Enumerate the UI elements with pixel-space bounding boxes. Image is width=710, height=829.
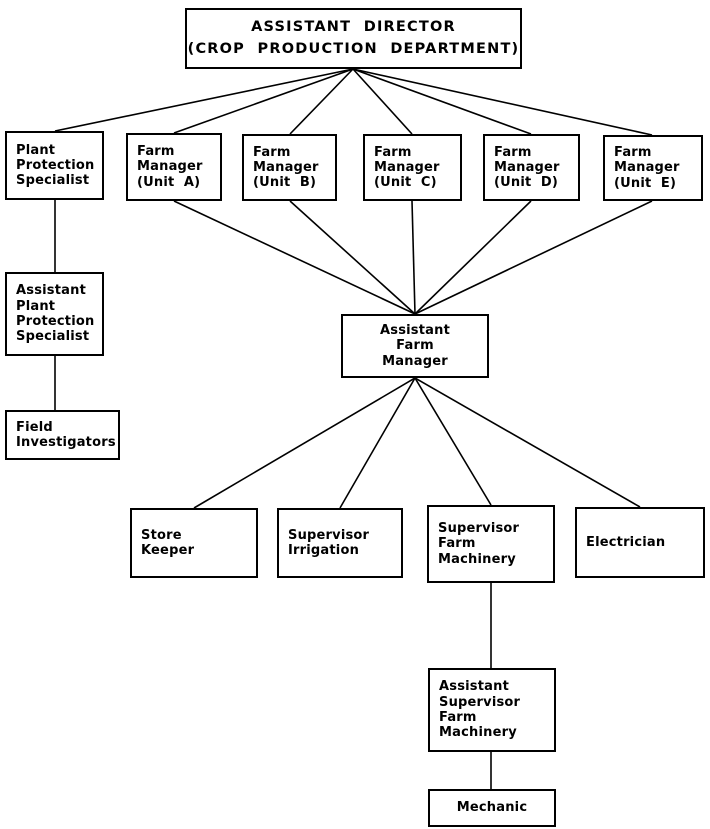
connector-director-to-farm-manager-e [352, 68, 653, 136]
connector-assistant-farm-manager-to-electrician [414, 377, 641, 508]
node-label-line: Protection [16, 314, 95, 329]
node-label-line: Farm [438, 536, 476, 552]
connector-farm-manager-e-to-assistant-farm-manager [414, 200, 653, 315]
connector-farm-manager-c-to-assistant-farm-manager [411, 200, 416, 315]
node-label-line: Keeper [141, 543, 195, 558]
node-label-line: Farm [137, 144, 175, 159]
node-label-line: (Unit A) [137, 174, 201, 190]
node-label-line: (CROP PRODUCTION DEPARTMENT) [187, 40, 520, 57]
connector-farm-manager-a-to-assistant-farm-manager [173, 200, 416, 315]
connector-director-to-farm-manager-c [352, 68, 413, 135]
node-label-line: Supervisor [439, 694, 521, 710]
node-label-line: Machinery [439, 725, 517, 741]
connector-farm-manager-d-to-assistant-farm-manager [414, 200, 532, 315]
node-label-line: Assistant [439, 679, 509, 695]
node-label-line: Protection [16, 157, 95, 173]
node-label-line: (Unit D) [494, 175, 559, 191]
node-label-line: Farm [614, 145, 652, 160]
node-label-line: Manager [614, 160, 680, 176]
connector-director-to-farm-manager-b [289, 68, 354, 135]
node-label-line: Specialist [16, 173, 90, 189]
node-label-line: Store [141, 527, 182, 543]
node-label-line: (Unit B) [253, 175, 317, 191]
node-label-line: Farm [494, 144, 532, 160]
node-label-line: (Unit E) [614, 175, 677, 191]
node-label-line: Manager [253, 159, 319, 175]
connector-director-to-farm-manager-d [352, 68, 532, 135]
node-label-line: Farm [439, 710, 477, 725]
connector-farm-manager-b-to-assistant-farm-manager [289, 200, 416, 315]
node-label-line: Specialist [16, 329, 90, 345]
node-label-line: Farm [253, 144, 291, 160]
connector-assistant-farm-manager-to-supervisor-farm-machinery [414, 377, 492, 506]
node-label-line: Manager [494, 159, 560, 175]
node-label-line: Assistant [16, 283, 86, 299]
connector-assistant-farm-manager-to-store-keeper [193, 377, 416, 509]
node-label-line: Manager [137, 159, 203, 175]
connector-director-to-plant-protection-specialist [54, 68, 354, 132]
connector-assistant-farm-manager-to-supervisor-irrigation [339, 377, 416, 509]
node-label-line: Irrigation [288, 543, 360, 558]
node-label-line: Supervisor [288, 527, 370, 543]
node-label-line: Plant [16, 142, 56, 158]
node-label-line: Manager [382, 353, 448, 369]
node-assistant-director[interactable]: ASSISTANT DIRECTOR (CROP PRODUCTION DEPAR… [185, 8, 522, 69]
node-label-line: (Unit C) [374, 175, 437, 191]
connector-director-to-farm-manager-a [173, 68, 354, 134]
node-label-line: Machinery [438, 551, 516, 567]
node-label-line: Assistant [380, 323, 450, 338]
node-electrician[interactable]: Electrician [575, 507, 705, 578]
node-label-line: Farm [396, 338, 434, 354]
node-label-line: Manager [374, 159, 440, 175]
node-label-line: Field [16, 419, 53, 435]
node-label-line: Plant [16, 298, 56, 314]
node-mechanic[interactable]: Mechanic [428, 789, 556, 827]
node-label-line: Electrician [586, 534, 666, 550]
node-label-line: Supervisor [438, 521, 520, 536]
node-label-line: Mechanic [456, 800, 528, 816]
node-label-line: Farm [374, 144, 412, 160]
node-label-line: ASSISTANT DIRECTOR [251, 19, 456, 36]
node-label-line: Investigators [16, 435, 116, 450]
